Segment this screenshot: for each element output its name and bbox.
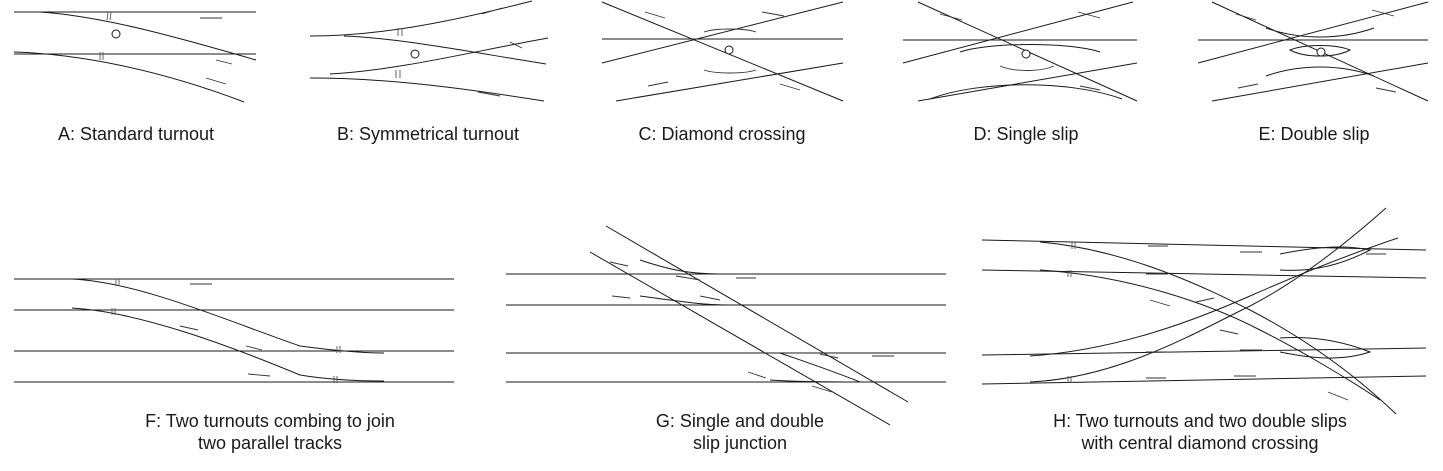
caption-e-text: E: Double slip — [1258, 124, 1370, 144]
caption-a-text: A: Standard turnout — [57, 124, 215, 144]
panel-a-standard-turnout — [13, 11, 257, 103]
caption-g-line1: G: Single and double — [655, 411, 825, 431]
caption-b-text: B: Symmetrical turnout — [336, 124, 520, 144]
caption-h-line2: with central diamond crossing — [1081, 433, 1319, 453]
caption-d-text: D: Single slip — [973, 124, 1079, 144]
panel-d-single-slip — [902, 1, 1138, 102]
caption-e: E: Double slip — [1244, 123, 1384, 145]
caption-f-line2: two parallel tracks — [197, 433, 343, 453]
caption-d: D: Single slip — [956, 123, 1096, 145]
caption-c-text: C: Diamond crossing — [638, 124, 806, 144]
caption-b: B: Symmetrical turnout — [318, 123, 538, 145]
caption-h: H: Two turnouts and two double slips wit… — [1020, 410, 1380, 454]
caption-g: G: Single and double slip junction — [630, 410, 850, 454]
caption-f-line1: F: Two turnouts combing to join — [145, 411, 395, 431]
caption-c: C: Diamond crossing — [622, 123, 822, 145]
panel-e-double-slip — [1197, 1, 1429, 102]
panel-c-diamond-crossing — [601, 1, 844, 102]
panel-h-double-slips-diamond — [981, 207, 1427, 415]
panel-b-symmetrical-turnout — [309, 0, 549, 102]
caption-f: F: Two turnouts combing to join two para… — [120, 410, 420, 454]
caption-a: A: Standard turnout — [20, 123, 252, 145]
caption-h-line1: H: Two turnouts and two double slips — [1053, 411, 1347, 431]
panel-g-slip-junction — [506, 225, 946, 426]
caption-g-line2: slip junction — [692, 433, 788, 453]
panel-f-two-turnouts — [14, 278, 454, 383]
